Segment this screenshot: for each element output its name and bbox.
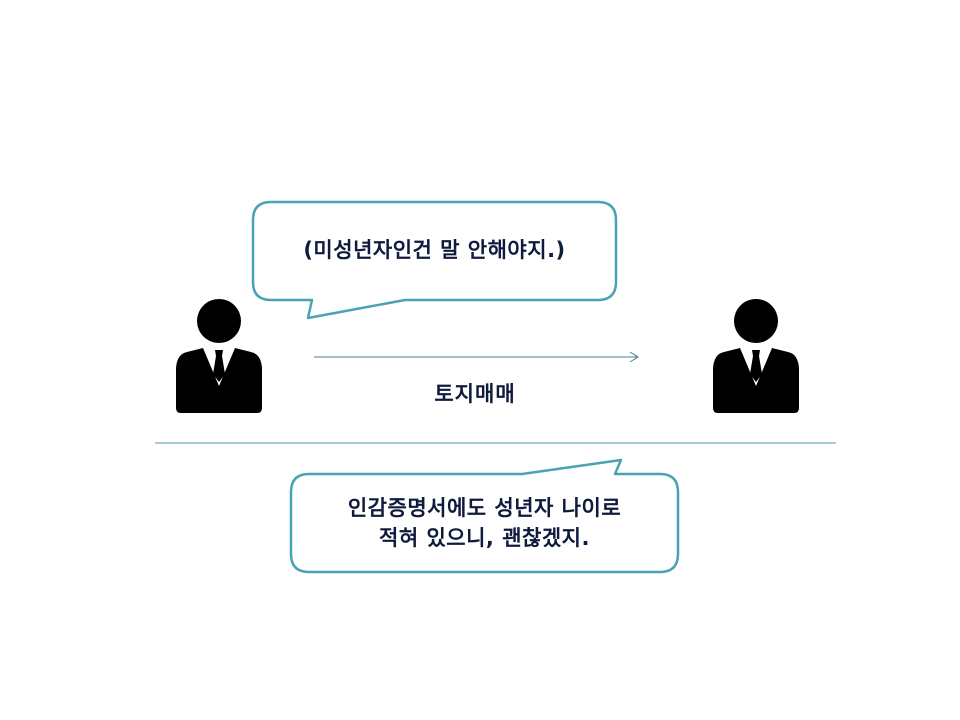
transaction-label: 토지매매 bbox=[434, 382, 516, 406]
left-party-thought-text: (미성년자인건 말 안해야지.) bbox=[303, 238, 566, 262]
businessman-icon bbox=[713, 299, 799, 413]
transaction-arrow bbox=[314, 351, 639, 363]
right-party-thought: 인감증명서에도 성년자 나이로 적혀 있으니, 괜찮겠지. bbox=[291, 474, 678, 572]
businessman-icon bbox=[176, 299, 262, 413]
speech-bubble-bottom bbox=[289, 458, 680, 574]
right-party-thought-line2: 적혀 있으니, 괜찮겠지. bbox=[379, 526, 590, 550]
right-party-thought-line1: 인감증명서에도 성년자 나이로 bbox=[347, 496, 622, 520]
speech-bubble-top bbox=[251, 200, 618, 320]
